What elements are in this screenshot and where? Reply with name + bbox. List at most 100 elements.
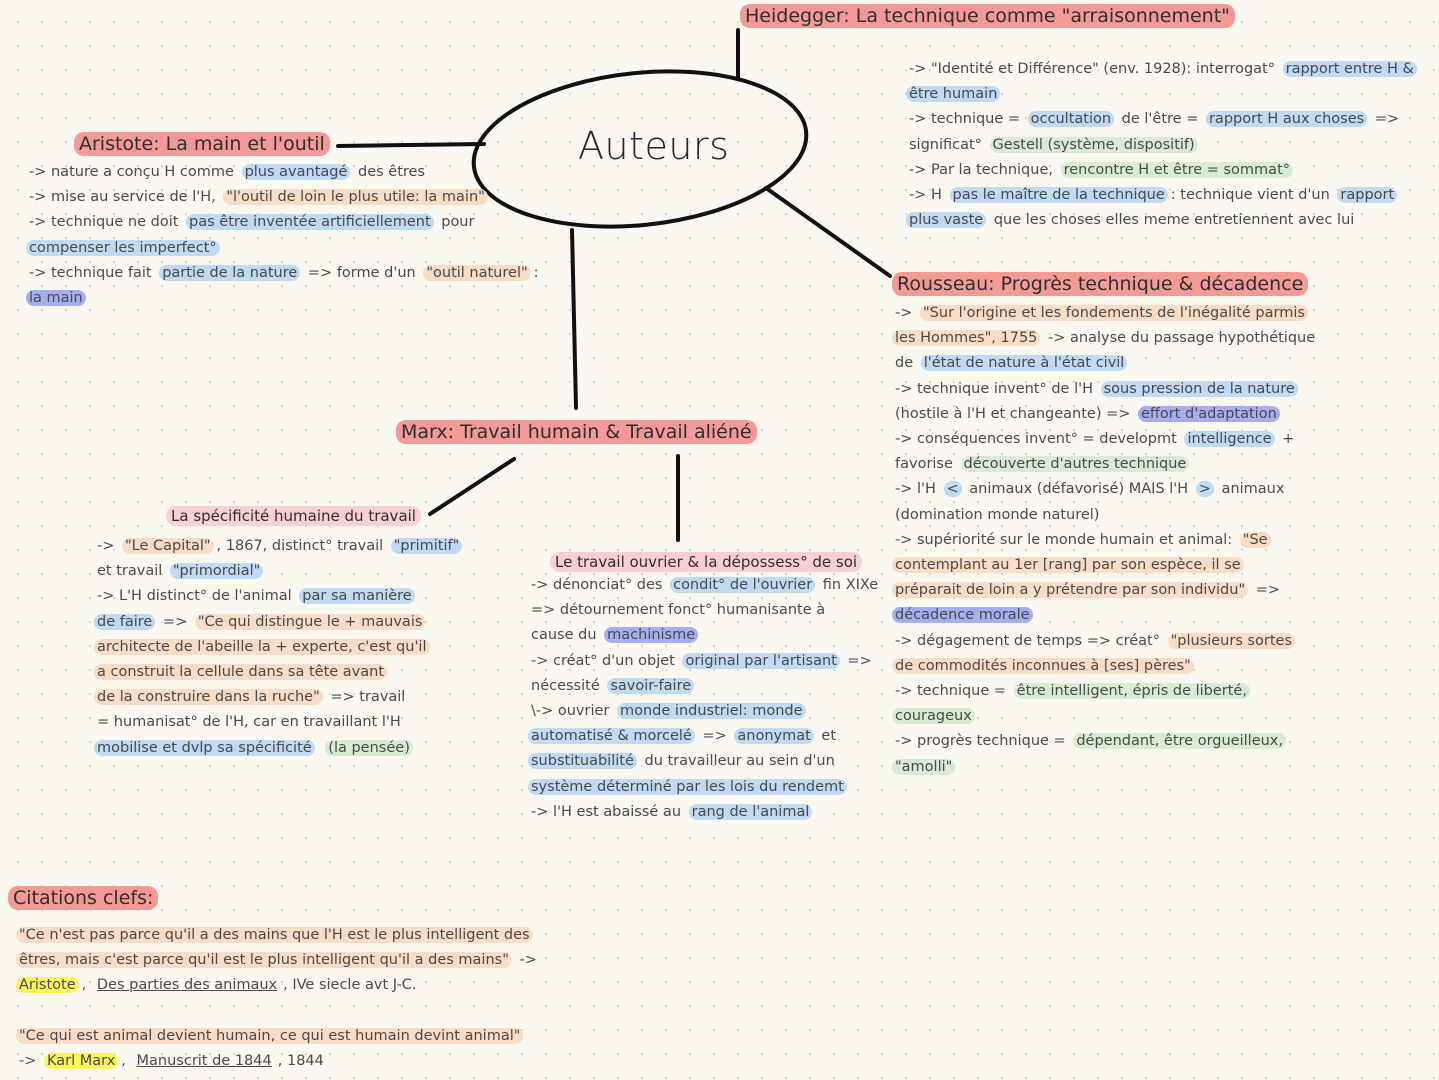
- note-text: ->: [19, 1053, 41, 1070]
- connector-rousseau: [764, 186, 892, 278]
- highlighted-text: système déterminé par les lois du rendem…: [528, 778, 847, 795]
- note-text: et travail: [97, 563, 167, 580]
- highlighted-text: sous pression de la nature: [1100, 380, 1298, 397]
- note-text: pour: [436, 214, 475, 231]
- highlighted-text: machinisme: [604, 627, 699, 644]
- note-line: architecte de l'abeille la + experte, c'…: [94, 635, 462, 660]
- note-line: => détournement fonct° humanisante à: [528, 598, 881, 623]
- highlighted-text: de faire: [94, 613, 156, 630]
- note-line: les Hommes", 1755 -> analyse du passage …: [892, 326, 1318, 351]
- note-text: -> mise au service de l'H,: [29, 189, 221, 206]
- note-line: -> technique fait partie de la nature =>…: [26, 261, 542, 286]
- marx-right-notes: -> dénonciat° des condit° de l'ouvrier f…: [528, 573, 881, 825]
- note-line: -> Par la technique, rencontre H et être…: [906, 158, 1417, 183]
- highlighted-text: "Ce qui est animal devient humain, ce qu…: [16, 1027, 524, 1044]
- note-line: -> H pas le maître de la technique: tech…: [906, 183, 1417, 208]
- highlighted-text: occultation: [1027, 111, 1115, 128]
- highlighted-text: dépendant, être orgueilleux,: [1073, 733, 1286, 750]
- note-text: =>: [842, 652, 872, 669]
- note-line: système déterminé par les lois du rendem…: [528, 775, 881, 800]
- center-ellipse: [471, 69, 809, 229]
- note-line: favorise découverte d'autres technique: [892, 452, 1318, 477]
- highlighted-text: substituabilité: [528, 753, 637, 770]
- note-line: automatisé & morcelé => anonymat et: [528, 724, 881, 749]
- highlighted-text: rapport: [1337, 187, 1398, 204]
- note-line: préparait de loin a y prétendre par son …: [892, 578, 1318, 603]
- note-line: "amolli": [892, 755, 1318, 780]
- note-text: que les choses elles meme entretiennent …: [989, 212, 1355, 229]
- note-line: -> supériorité sur le monde humain et an…: [892, 528, 1318, 553]
- highlighted-text: plus avantagé: [241, 164, 351, 180]
- note-line: de faire => "Ce qui distingue le + mauva…: [94, 610, 462, 635]
- note-text: et: [816, 728, 837, 745]
- highlighted-text: être intelligent, épris de liberté,: [1013, 683, 1250, 700]
- heidegger-title: Heidegger: La technique comme "arraisonn…: [740, 4, 1235, 28]
- note-line: -> technique = occultation de l'être = r…: [906, 107, 1417, 132]
- note-line: de commodités inconnues à [ses] pères": [892, 654, 1318, 679]
- note-line: nécessité savoir-faire: [528, 674, 881, 699]
- note-text: -> supériorité sur le monde humain et an…: [895, 531, 1237, 548]
- marx-left-title: La spécificité humaine du travail: [166, 506, 421, 526]
- note-text: : technique vient d'un: [1170, 187, 1335, 204]
- note-text: significat°: [909, 136, 987, 153]
- highlighted-text: de commodités inconnues à [ses] pères": [892, 657, 1194, 674]
- highlighted-text: Des parties des animaux: [96, 977, 278, 994]
- note-text: =>: [158, 613, 192, 630]
- note-text: ->: [97, 538, 119, 554]
- highlighted-text: courageux: [892, 708, 975, 725]
- note-text: = humanisat° de l'H, car en travaillant …: [97, 714, 401, 731]
- note-line: être humain: [906, 82, 1417, 107]
- highlighted-text: la main: [26, 290, 86, 307]
- highlighted-text: >: [1195, 481, 1214, 498]
- note-text: :: [533, 264, 539, 281]
- note-text: -> technique ne doit: [29, 214, 184, 231]
- highlighted-text: plus vaste: [906, 212, 987, 229]
- highlighted-text: préparait de loin a y prétendre par son …: [892, 582, 1249, 599]
- highlighted-text: "Se: [1239, 531, 1271, 548]
- highlighted-text: partie de la nature: [159, 264, 301, 281]
- note-text: -> dénonciat° des: [531, 577, 668, 593]
- note-line: -> "Identité et Différence" (env. 1928):…: [906, 57, 1417, 82]
- highlighted-text: (la pensée): [325, 739, 413, 756]
- note-line: et travail "primordial": [94, 559, 462, 584]
- highlighted-text: découverte d'autres technique: [960, 456, 1190, 473]
- highlighted-text: mobilise et dvlp sa spécificité: [94, 739, 315, 756]
- note-line: a construit la cellule dans sa tête avan…: [94, 660, 462, 685]
- center-title: Auteurs: [578, 124, 730, 168]
- marx-title: Marx: Travail humain & Travail aliéné: [396, 420, 757, 444]
- note-text: -> technique fait: [29, 264, 157, 281]
- note-line: -> créat° d'un objet original par l'arti…: [528, 649, 881, 674]
- note-text: de l'être =: [1117, 111, 1203, 128]
- aristote-title: Aristote: La main et l'outil: [74, 132, 330, 156]
- highlighted-text: rapport H aux choses: [1205, 111, 1368, 128]
- note-line: de l'état de nature à l'état civil: [892, 351, 1318, 376]
- aristote-notes: -> nature a conçu H comme plus avantagé …: [26, 160, 542, 311]
- highlighted-text: l'état de nature à l'état civil: [920, 355, 1128, 372]
- note-text: +: [1277, 431, 1295, 448]
- note-line: -> l'H < animaux (défavorisé) MAIS l'H >…: [892, 477, 1318, 502]
- note-text: -> l'H est abaissé au: [531, 803, 686, 820]
- highlighted-text: rang de l'animal: [688, 803, 813, 820]
- note-text: de: [895, 355, 918, 372]
- citations-title: Citations clefs:: [8, 886, 159, 910]
- note-line: de la construire dans la ruche" => trava…: [94, 685, 462, 710]
- note-text: animaux (défavorisé) MAIS l'H: [964, 481, 1193, 498]
- rousseau-notes: -> "Sur l'origine et les fondements de l…: [892, 301, 1318, 780]
- note-line: -> mise au service de l'H, "l'outil de l…: [26, 185, 542, 210]
- note-text: du travailleur au sein d'un: [639, 753, 835, 770]
- note-line: -> progrès technique = dépendant, être o…: [892, 729, 1318, 754]
- note-line: -> dégagement de temps => créat° "plusie…: [892, 629, 1318, 654]
- note-text: nécessité: [531, 677, 605, 694]
- note-line: significat° Gestell (système, dispositif…: [906, 133, 1417, 158]
- note-text: des êtres: [353, 164, 426, 180]
- note-text: =>: [697, 728, 732, 745]
- highlighted-text: "Le Capital": [122, 538, 214, 554]
- connector-marx: [570, 228, 578, 410]
- highlighted-text: "Ce n'est pas parce qu'il a des mains qu…: [16, 927, 533, 943]
- note-line: [16, 999, 540, 1024]
- note-text: cause du: [531, 627, 602, 644]
- note-line: courageux: [892, 704, 1318, 729]
- note-text: -> "Identité et Différence" (env. 1928):…: [909, 61, 1280, 77]
- note-line: -> nature a conçu H comme plus avantagé …: [26, 160, 542, 185]
